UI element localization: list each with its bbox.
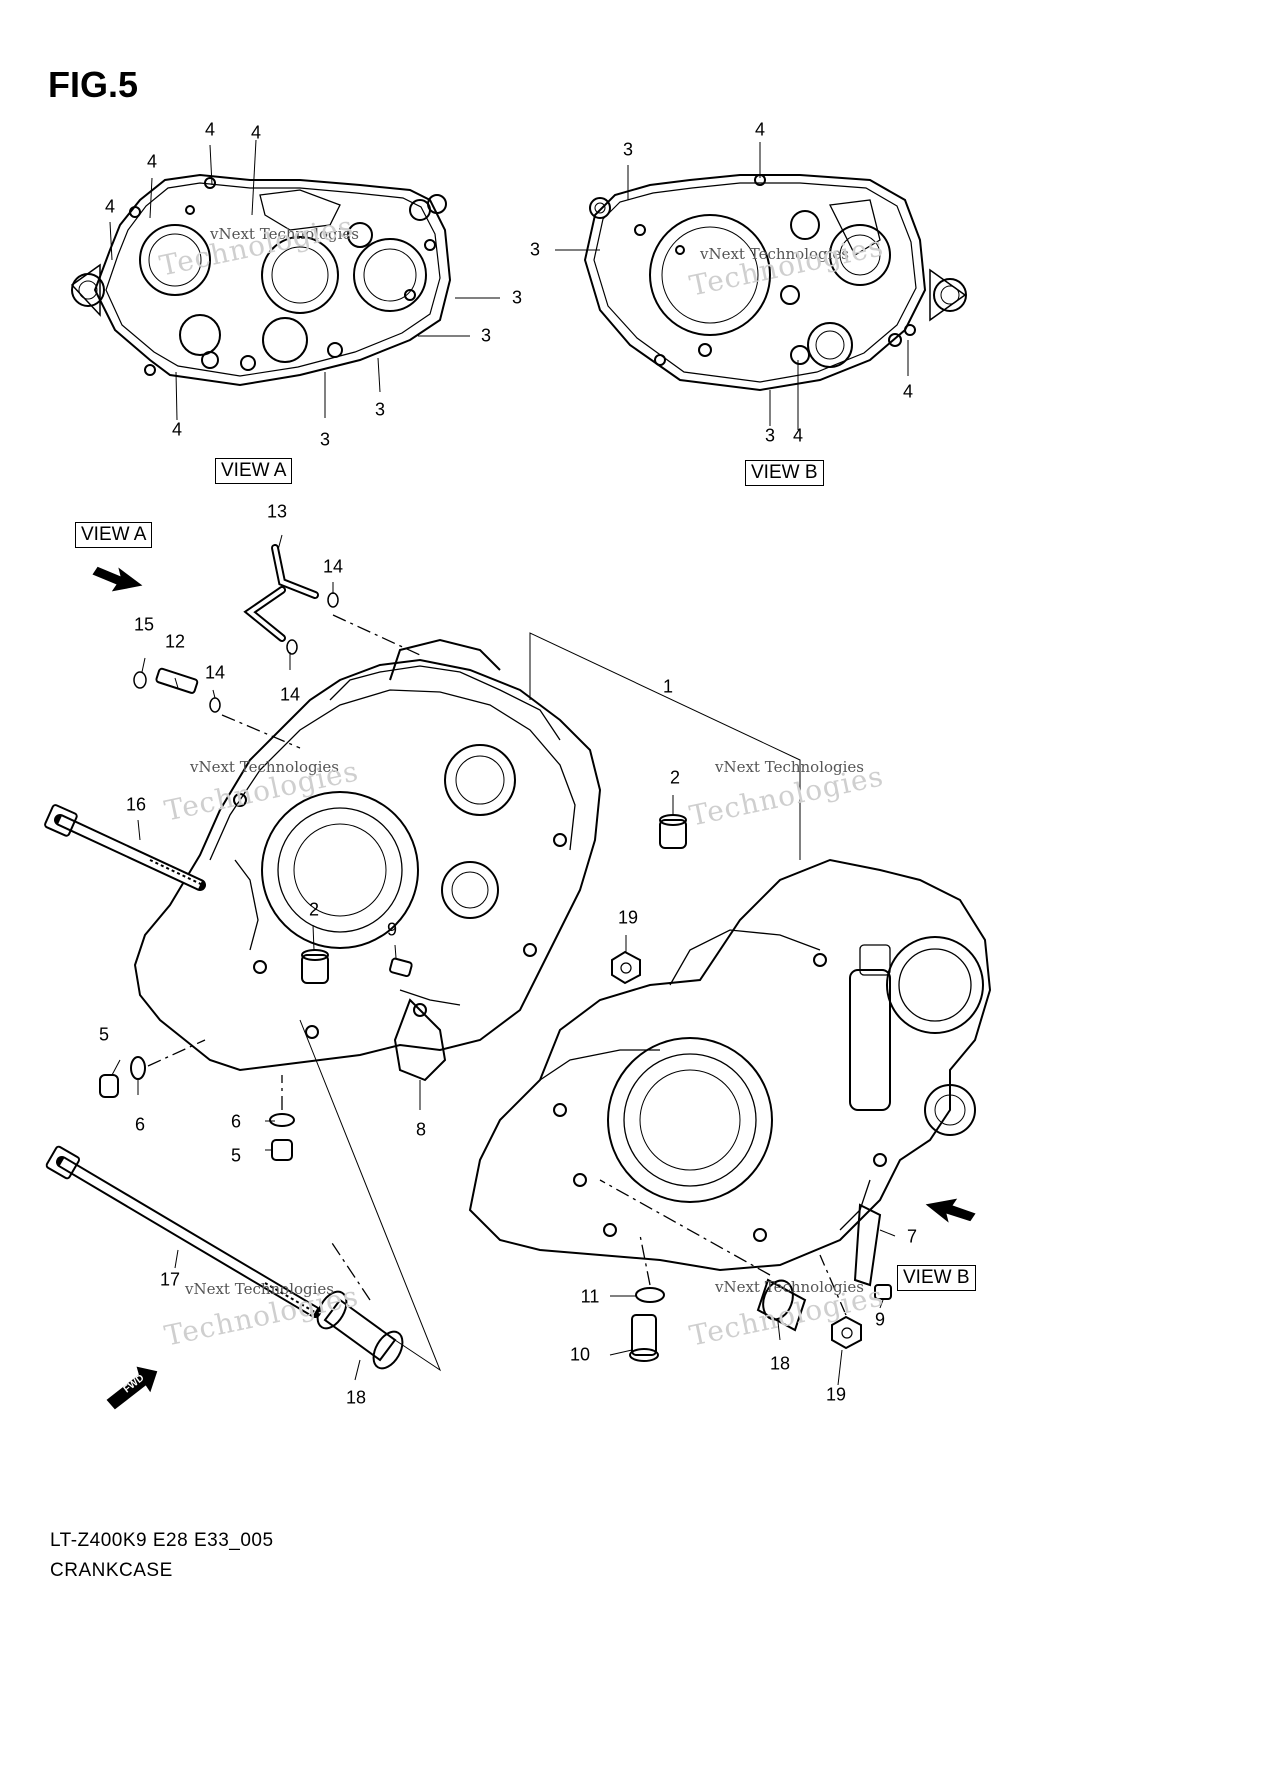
callout-3: 3 [319,429,331,450]
main-leaders [111,534,896,1386]
callout-14: 14 [279,684,301,705]
callout-19: 19 [617,907,639,928]
assembly-lines [147,614,847,1316]
callout-6: 6 [230,1111,242,1132]
nut-19 [611,950,862,1350]
dowels-2 [301,814,687,984]
oil-pipe-13 [243,544,339,655]
item-1-bracket [529,632,801,860]
callout-9: 9 [874,1309,886,1330]
callout-8: 8 [415,1119,427,1140]
callout-4: 4 [171,419,183,440]
view-a-label: VIEW A [75,522,153,548]
callout-12: 12 [164,631,186,652]
callout-14: 14 [322,556,344,577]
bushing-18-right [756,1278,807,1332]
callout-2: 2 [669,767,681,788]
callout-4: 4 [902,381,914,402]
view-a-drawing [70,173,452,387]
bolt-17-guide [299,1019,442,1372]
callout-6: 6 [134,1114,146,1135]
callout-3: 3 [480,325,492,346]
callout-15: 15 [133,614,155,635]
callout-5: 5 [230,1145,242,1166]
callout-3: 3 [764,425,776,446]
fwd-arrow-icon [106,1366,158,1410]
small-fasteners [99,998,882,1362]
callout-16: 16 [125,794,147,815]
figure-title: FIG.5 [48,64,139,105]
callout-3: 3 [529,239,541,260]
view-leaders [109,139,909,430]
callout-3: 3 [622,139,634,160]
callout-14: 14 [204,662,226,683]
callout-4: 4 [104,196,116,217]
bolt-17 [45,1145,321,1318]
view-b-label: VIEW B [897,1265,976,1291]
view-a-arrow-icon [92,566,143,592]
callout-9: 9 [386,919,398,940]
bolt-16 [44,804,206,891]
callout-18: 18 [769,1353,791,1374]
callout-18: 18 [345,1387,367,1408]
callout-10: 10 [569,1344,591,1365]
callout-1: 1 [662,676,674,697]
bushing-18-left [316,1290,404,1370]
view-b-label-top: VIEW B [745,460,824,486]
callout-2: 2 [308,899,320,920]
diagram-name: CRANKCASE [50,1560,173,1581]
callout-17: 17 [159,1269,181,1290]
callout-4: 4 [754,119,766,140]
callout-11: 11 [580,1286,600,1307]
callout-3: 3 [511,287,523,308]
diagram-code: LT-Z400K9 E28 E33_005 [50,1530,274,1551]
right-crankcase-half [468,858,992,1272]
callout-4: 4 [146,151,158,172]
view-b-drawing [583,174,967,392]
callout-4: 4 [792,425,804,446]
left-crankcase-half [133,638,602,1072]
callout-7: 7 [906,1226,918,1247]
callout-13: 13 [266,501,288,522]
callout-19: 19 [825,1384,847,1405]
view-b-arrow-icon [925,1198,976,1223]
view-a-label-top: VIEW A [215,458,293,484]
callout-3: 3 [374,399,386,420]
callout-4: 4 [250,122,262,143]
bolts-9 [389,957,892,1300]
callout-5: 5 [98,1024,110,1045]
callout-4: 4 [204,119,216,140]
